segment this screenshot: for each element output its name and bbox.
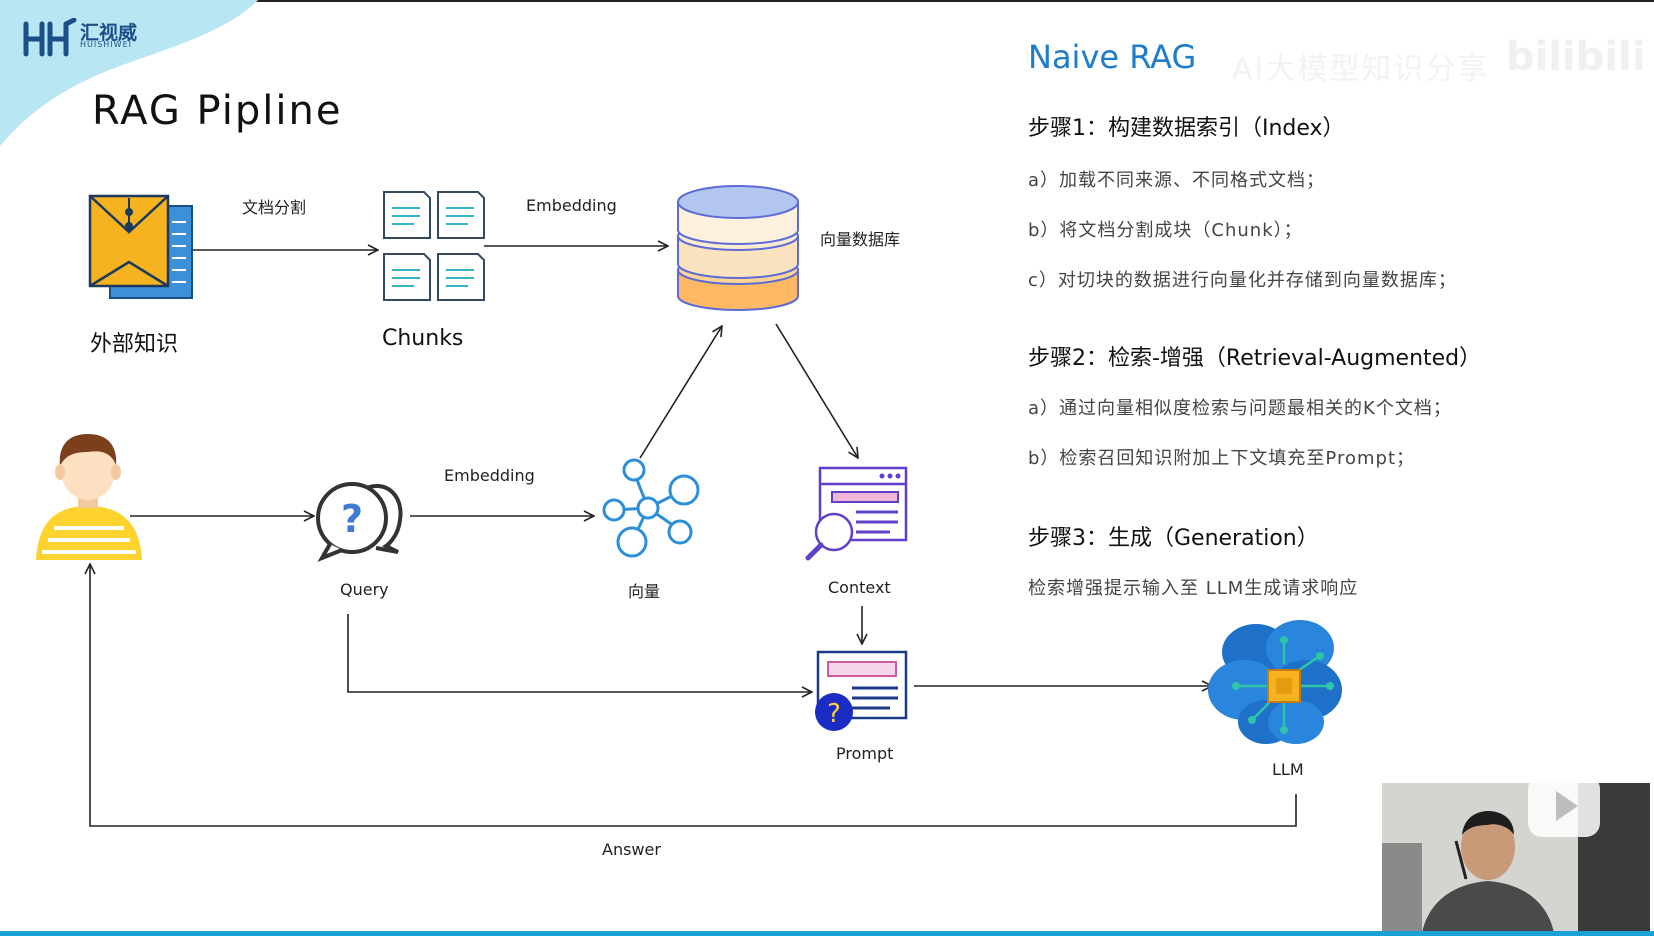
logo-text: 汇视威 [80, 22, 138, 44]
arrow-db-to-context [775, 323, 858, 458]
step1-item-a: a）加载不同来源、不同格式文档； [1028, 170, 1326, 191]
user-icon [36, 434, 142, 560]
step3-heading: 步骤3：生成（Generation） [1028, 526, 1319, 551]
vector-network-icon [602, 458, 700, 558]
database-icon [677, 185, 799, 311]
watermark-text: AI大模型知识分享 [1232, 52, 1490, 87]
context-label: Context [828, 578, 891, 597]
chunks-label: Chunks [382, 326, 464, 351]
external-knowledge-label: 外部知识 [90, 332, 179, 357]
svg-text:?: ? [827, 699, 841, 729]
step1-item-c: c）对切块的数据进行向量化并存储到向量数据库； [1028, 270, 1457, 291]
play-button-icon[interactable] [1522, 783, 1612, 847]
llm-brain-icon [1208, 620, 1342, 744]
svg-text:?: ? [341, 497, 363, 541]
logo-icon [23, 18, 77, 57]
answer-label: Answer [602, 840, 661, 859]
step2-heading: 步骤2：检索-增强（Retrieval-Augmented） [1028, 346, 1482, 371]
prompt-icon: ? [815, 650, 908, 731]
doc-split-label: 文档分割 [242, 198, 307, 217]
embedding-bottom-label: Embedding [444, 466, 535, 485]
arrow-vector-to-db [639, 326, 722, 459]
top-border [0, 0, 1654, 2]
llm-label: LLM [1272, 760, 1304, 779]
vector-db-label: 向量数据库 [820, 230, 901, 249]
folder-icon [88, 194, 193, 299]
vector-label: 向量 [628, 582, 661, 601]
chunks-icon [383, 191, 485, 301]
step1-heading: 步骤1：构建数据索引（Index） [1028, 116, 1345, 141]
arrow-answer-to-user [90, 564, 1297, 827]
step3-description: 检索增强提示输入至 LLM生成请求响应 [1028, 578, 1359, 599]
query-icon: ? [316, 482, 403, 562]
naive-rag-title: Naive RAG [1028, 38, 1197, 76]
logo-subtext: HUISHIWEI [80, 40, 133, 49]
step2-item-a: a）通过向量相似度检索与问题最相关的K个文档； [1028, 398, 1452, 419]
context-icon [805, 466, 908, 561]
bilibili-watermark: bilibili [1506, 34, 1646, 80]
presenter-video[interactable] [1382, 783, 1650, 933]
slide-title: RAG Pipline [92, 88, 343, 134]
bottom-progress-bar [0, 931, 1654, 936]
prompt-label: Prompt [836, 744, 894, 763]
query-label: Query [340, 580, 389, 599]
arrow-query-to-prompt [347, 614, 812, 692]
flow-arrows [90, 246, 1297, 827]
embedding-top-label: Embedding [526, 196, 617, 215]
step1-item-b: b）将文档分割成块（Chunk）； [1028, 220, 1303, 241]
step2-item-b: b）检索召回知识附加上下文填充至Prompt； [1028, 448, 1415, 469]
